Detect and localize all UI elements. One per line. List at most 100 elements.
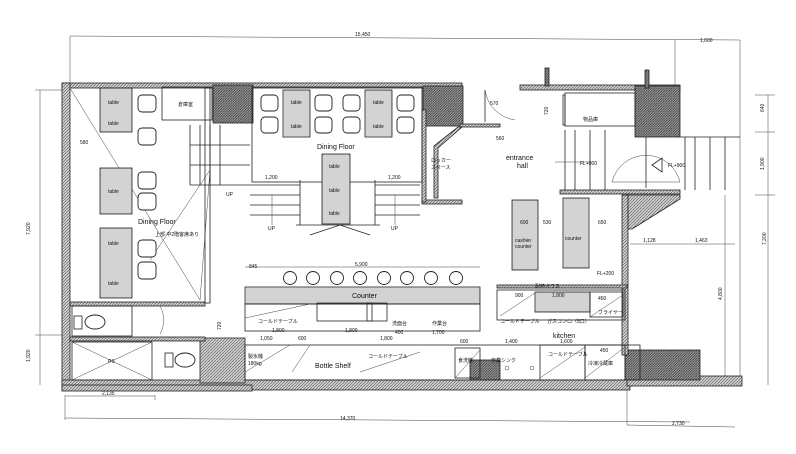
entrance-label-2: hall [517, 163, 528, 170]
chair [137, 127, 157, 146]
dim-600: 600 [520, 220, 529, 226]
storage-left-label: 倉庫室 [178, 101, 193, 108]
dim-1600: 1,600 [560, 339, 573, 345]
dim-900: 900 [515, 293, 524, 299]
chair [396, 116, 415, 134]
bar-stool [400, 271, 414, 285]
cashier-label-1: cashier [515, 238, 531, 244]
walls [61, 67, 743, 392]
dim-1800: 1,800 [345, 328, 358, 334]
bottle-shelf-label: Bottle Shelf [315, 363, 351, 370]
dim-450: 450 [598, 296, 607, 302]
entrance-label-1: entrance [506, 155, 533, 162]
stair-up-label: UP [268, 226, 276, 232]
counter [562, 197, 590, 269]
table-label: table [108, 281, 119, 287]
entrance-area [484, 89, 740, 190]
bar-stool [353, 271, 367, 285]
chair [314, 116, 333, 134]
dim-1700: 1,700 [432, 330, 445, 336]
dim-1050: 1,050 [260, 336, 273, 342]
kitchen-label: kitchen [553, 333, 575, 340]
table-label: table [291, 124, 302, 130]
table-label: table [373, 124, 384, 130]
cold-table-label: コールドテーブル [258, 318, 298, 325]
bar-stool [330, 271, 344, 285]
bar-stool [377, 271, 391, 285]
ice-maker-label: 製氷機 [248, 353, 263, 360]
dim-5900: 5,900 [355, 262, 368, 268]
chair [137, 192, 157, 211]
ice-maker-capacity: 180kg [248, 361, 262, 367]
dim-560: 560 [496, 136, 505, 142]
dim-1900: 1,900 [760, 157, 766, 170]
stair-up-label: UP [226, 192, 234, 198]
stairs-left [189, 125, 420, 236]
table [99, 227, 133, 299]
dim-530: 530 [543, 220, 552, 226]
chair [260, 116, 279, 134]
storage-right-label: 物品庫 [583, 116, 598, 123]
table-label: table [373, 100, 384, 106]
gas-range-label: ガスコンロ（5口） [547, 318, 590, 325]
dim-left-lower: 1,920 [26, 349, 32, 362]
dining-left-label: Dining Floor [138, 219, 176, 226]
wash-table-label: 洗面台 [392, 320, 407, 327]
dim-left-total: 7,920 [26, 222, 32, 235]
mezzanine-note: 上部 中2階客席あり [155, 231, 199, 238]
locker-label-2: スペース [431, 165, 450, 171]
dim-1400: 1,400 [505, 339, 518, 345]
locker-label-1: ロッカー [431, 158, 451, 164]
dim-1800: 1,800 [272, 328, 285, 334]
dim-570: 570 [490, 101, 499, 107]
ps-label: PS [108, 359, 115, 365]
fryer-label: フライヤー [598, 310, 623, 316]
cold-table-label: コールドテーブル [548, 351, 588, 358]
dim-bottom-left: 2,135 [102, 391, 115, 397]
dim-845: 845 [249, 264, 258, 270]
dim-600: 600 [460, 339, 469, 345]
chair [137, 94, 157, 113]
chair [342, 94, 361, 112]
cashier-label-2: counter [515, 244, 532, 250]
table [364, 89, 393, 138]
table [321, 153, 351, 225]
table-label: table [329, 211, 340, 217]
restroom-area [71, 305, 196, 381]
bar-stool [449, 271, 463, 285]
table-label: table [108, 189, 119, 195]
dim-640: 640 [760, 103, 766, 112]
dim-top-total: 15,450 [355, 32, 371, 38]
dim-4800: 4,800 [718, 287, 724, 300]
dim-400: 400 [395, 330, 404, 336]
cold-table-label: コールドテーブル [500, 318, 540, 325]
dim-bottom-right: 2,730 [672, 421, 685, 427]
dim-bottom-total: 14,370 [340, 416, 356, 422]
table-label: table [108, 241, 119, 247]
dim-580: 580 [80, 140, 89, 146]
table [282, 89, 311, 138]
dim-stair-right: 1,200 [388, 175, 401, 181]
dim-1800: 1,800 [380, 336, 393, 342]
left-dining-area: table table table table table 倉庫室 Dining… [69, 86, 213, 304]
dim-600: 600 [298, 336, 307, 342]
bar-counter-area [244, 266, 641, 381]
dim-1463: 1,463 [695, 238, 708, 244]
chair [342, 116, 361, 134]
stair-up-label: UP [391, 226, 399, 232]
heat-glass-label: 耐熱ガラス [535, 283, 560, 290]
dim-top-right: 1,600 [700, 38, 713, 44]
table-label: table [329, 188, 340, 194]
dim-450: 450 [600, 348, 609, 354]
work-sink-label: 作業シンク [491, 357, 516, 364]
dim-1800: 1,800 [552, 293, 565, 299]
table [99, 167, 133, 215]
dim-650: 650 [598, 220, 607, 226]
dim-1128: 1,128 [643, 238, 656, 244]
table-label: table [108, 100, 119, 106]
center-dining-area: table table table table Dining Floor tab… [251, 86, 423, 225]
dim-stair-left: 1,200 [265, 175, 278, 181]
dining-center-label: Dining Floor [317, 144, 355, 151]
chair [396, 94, 415, 112]
